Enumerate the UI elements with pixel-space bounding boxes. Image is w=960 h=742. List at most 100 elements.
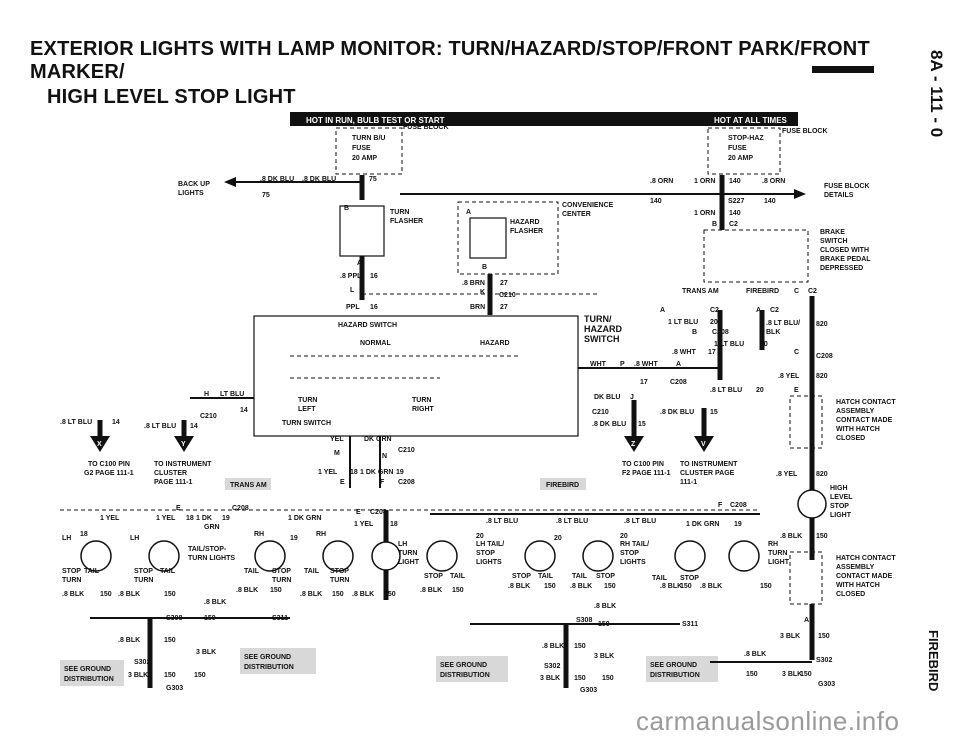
backup-lights-1: BACK UP (178, 181, 210, 188)
fuse-left-fuse: FUSE (352, 145, 371, 152)
wire-3blk-d: 3 BLK (540, 675, 560, 682)
conn-v: V (701, 441, 706, 448)
page-number: 8A - 111 - 0 (927, 50, 946, 138)
hatch-contact-top-4: WITH HATCH (836, 426, 880, 433)
wire-8blk-8: .8 BLK (508, 583, 530, 590)
wire-8wht-a: .8 WHT (634, 361, 658, 368)
stop-label-2: STOP (134, 568, 153, 575)
wire-8blk-7: .8 BLK (420, 587, 442, 594)
to-c100-right-2: F2 PAGE 111-1 (622, 470, 671, 477)
circuit-150-4: 150 (332, 591, 344, 598)
wire-8brn: .8 BRN (462, 280, 485, 287)
circuit-19-a: 19 (396, 469, 404, 476)
wire-grn: GRN (204, 524, 220, 531)
circuit-150-19: 150 (746, 671, 758, 678)
conn-x: X (97, 441, 102, 448)
circuit-15-a: 15 (710, 409, 718, 416)
circuit-150-3: 150 (270, 587, 282, 594)
wire-8ltblu-d: .8 LT BLU (486, 518, 518, 525)
wire-blk: BLK (766, 329, 780, 336)
turn-label-1: TURN (62, 577, 81, 584)
rh-turn-light-1: RH (768, 541, 778, 548)
to-cluster-left-3: PAGE 111-1 (154, 479, 193, 486)
pin-c-c2: C (794, 288, 799, 295)
wire-8blk-10: .8 BLK (660, 583, 682, 590)
turn-hazard-switch-2: HAZARD (584, 324, 622, 334)
circuit-150-14: 150 (194, 672, 206, 679)
see-ground-far-2: DISTRIBUTION (650, 672, 700, 679)
lh-tail-stop-1: LH TAIL/ (476, 541, 504, 548)
lh-turn-light-1: LH (398, 541, 407, 548)
wire-8blk-5: .8 BLK (352, 591, 374, 598)
wire-ppl: PPL (346, 304, 360, 311)
pin-k: K (480, 289, 485, 296)
circuit-150-right-b: 150 (818, 633, 830, 640)
wire-8dkblu-a: .8 DK BLU (260, 176, 294, 183)
tail-label-7: TAIL (572, 573, 588, 580)
hot-in-run-label: HOT IN RUN, BULB TEST OR START (306, 116, 445, 125)
see-ground-far-1: SEE GROUND (650, 662, 697, 669)
tail-label-3: TAIL (244, 568, 260, 575)
pin-f-mid: F (380, 479, 385, 486)
circuit-150-18: 150 (602, 675, 614, 682)
conn-c210-h: C210 (200, 413, 217, 420)
hatch-contact-top-2: ASSEMBLY (836, 408, 875, 415)
wire-8dkblu-b: .8 DK BLU (302, 176, 336, 183)
turn-hazard-switch-box (253, 315, 579, 437)
stop-label-8: STOP (680, 575, 699, 582)
wire-8blk-4: .8 BLK (300, 591, 322, 598)
circuit-18-a: 18 (350, 469, 358, 476)
circuit-150-17: 150 (574, 675, 586, 682)
lh-turn-light-3: LIGHT (398, 559, 420, 566)
convenience-center-1: CONVENIENCE (562, 202, 614, 209)
wire-8blk-2: .8 BLK (118, 591, 140, 598)
see-ground-mid-1: SEE GROUND (244, 654, 291, 661)
conn-c2-right-2: C2 (770, 307, 779, 314)
wire-3blk-a: 3 BLK (196, 649, 216, 656)
wire-8ltbluslash: .8 LT BLU/ (766, 320, 800, 327)
turn-right-2: RIGHT (412, 406, 435, 413)
turn-label-4: TURN (330, 577, 349, 584)
conn-c208-rh: C208 (730, 502, 747, 509)
pin-a-c2-right: A (756, 307, 761, 314)
rh-turn-light-2: TURN (768, 550, 787, 557)
pin-e-mid: E (340, 479, 345, 486)
pin-j: J (630, 394, 634, 401)
tail-stop-turn-1: TAIL/STOP- (188, 546, 227, 553)
wire-8dkblu-c: .8 DK BLU (660, 409, 694, 416)
ground-g303-far: G303 (818, 681, 835, 688)
splice-s308-left: S308 (166, 615, 182, 622)
wire-3blk-c: 3 BLK (594, 653, 614, 660)
stop-label-6: STOP (512, 573, 531, 580)
high-level-stop-4: LIGHT (830, 512, 852, 519)
wire-8dkblu-d: .8 DK BLU (592, 421, 626, 428)
circuit-150-10: 150 (760, 583, 772, 590)
hazard-flasher-2: FLASHER (510, 228, 543, 235)
wire-8blk-14: .8 BLK (542, 643, 564, 650)
rear-lamps (80, 540, 760, 572)
brake-switch-3: CLOSED WITH (820, 247, 869, 254)
circuit-150-6: 150 (452, 587, 464, 594)
conn-c208-wht: C208 (670, 379, 687, 386)
fuse-right-name: STOP-HAZ (728, 135, 764, 142)
circuit-18-c: 18 (390, 521, 398, 528)
pin-p: P (620, 361, 625, 368)
splice-s302-left: S302 (134, 659, 150, 666)
turn-label-2: TURN (134, 577, 153, 584)
circuit-14-a: 14 (240, 407, 248, 414)
high-level-stop-3: STOP (830, 503, 849, 510)
splice-s302-right: S302 (544, 663, 560, 670)
turn-hazard-switch-3: SWITCH (584, 334, 620, 344)
rh-tail-stop-3: LIGHTS (620, 559, 646, 566)
wire-8blk-12: .8 BLK (594, 603, 616, 610)
tail-label-2: TAIL (160, 568, 176, 575)
turn-left-2: LEFT (298, 406, 316, 413)
circuit-18-b: 18 (186, 515, 194, 522)
circuit-20-c: 20 (756, 387, 764, 394)
circuit-19-b: 19 (222, 515, 230, 522)
wire-8ltblu-a: .8 LT BLU (60, 419, 92, 426)
lh-turn-light-2: TURN (398, 550, 417, 557)
circuit-150-1: 150 (100, 591, 112, 598)
wire-8yel-a: .8 YEL (778, 373, 800, 380)
